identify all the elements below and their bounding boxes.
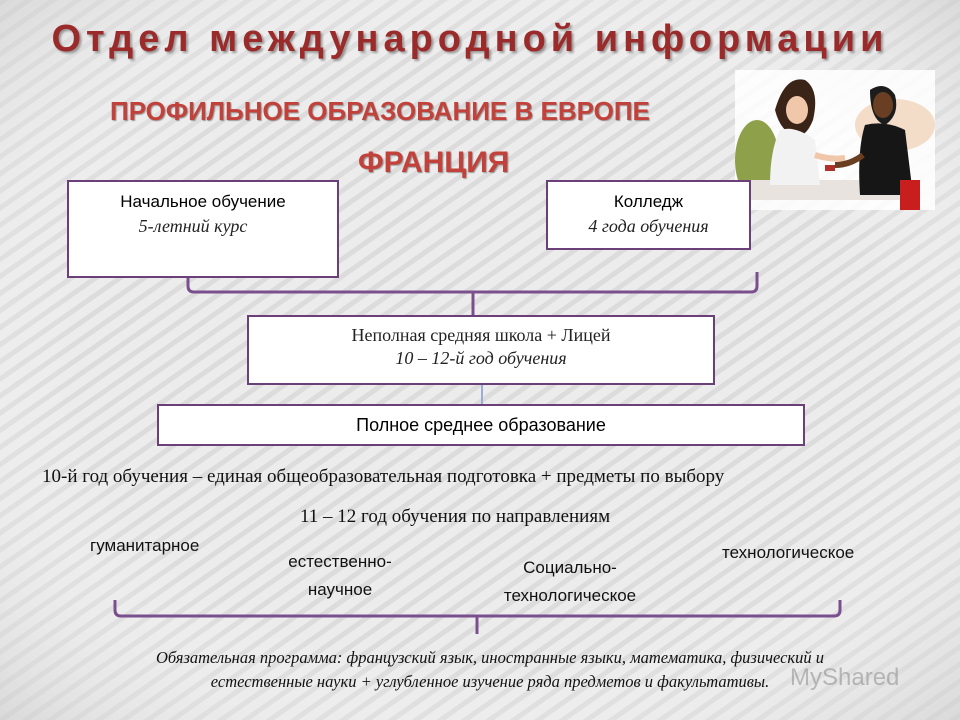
primary-education-title: Начальное обучение bbox=[120, 192, 286, 211]
direction-social: Социально- технологическое bbox=[475, 554, 665, 610]
lyceum-title: Неполная средняя школа + Лицей bbox=[351, 325, 611, 345]
direction-science-line1: естественно- bbox=[288, 552, 392, 571]
country-label: ФРАНЦИЯ bbox=[358, 146, 510, 179]
page-title: Отдел международной информации bbox=[51, 18, 889, 60]
year-10-description: 10-й год обучения – единая общеобразоват… bbox=[42, 466, 725, 487]
primary-education-box: Начальное обучение 5-летний курс bbox=[67, 180, 339, 278]
direction-science: естественно- научное bbox=[270, 548, 410, 604]
students-illustration bbox=[735, 70, 935, 210]
lyceum-detail: 10 – 12-й год обучения bbox=[395, 348, 567, 368]
direction-humanities: гуманитарное bbox=[90, 536, 200, 555]
primary-education-detail: 5-летний курс bbox=[138, 216, 248, 236]
direction-social-line2: технологическое bbox=[503, 586, 637, 605]
mandatory-program-note: Обязательная программа: французский язык… bbox=[40, 646, 940, 694]
college-box: Колледж 4 года обучения bbox=[546, 180, 751, 250]
page-subtitle: ПРОФИЛЬНОЕ ОБРАЗОВАНИЕ В ЕВРОПЕ bbox=[110, 96, 650, 126]
college-title: Колледж bbox=[613, 192, 684, 211]
mandatory-program-line2: естественные науки + углубленное изучени… bbox=[210, 672, 770, 691]
years-11-12-description: 11 – 12 год обучения по направлениям bbox=[300, 506, 611, 527]
full-secondary-title: Полное среднее образование bbox=[356, 415, 606, 435]
lyceum-box: Неполная средняя школа + Лицей 10 – 12-й… bbox=[247, 315, 715, 385]
direction-technology: технологическое bbox=[722, 543, 855, 562]
mandatory-program-line1: Обязательная программа: французский язык… bbox=[155, 648, 825, 667]
direction-science-line2: научное bbox=[307, 580, 373, 599]
watermark-text: MyShared bbox=[790, 664, 900, 691]
college-detail: 4 года обучения bbox=[588, 216, 709, 236]
full-secondary-box: Полное среднее образование bbox=[157, 404, 805, 446]
direction-social-line1: Социально- bbox=[523, 558, 617, 577]
